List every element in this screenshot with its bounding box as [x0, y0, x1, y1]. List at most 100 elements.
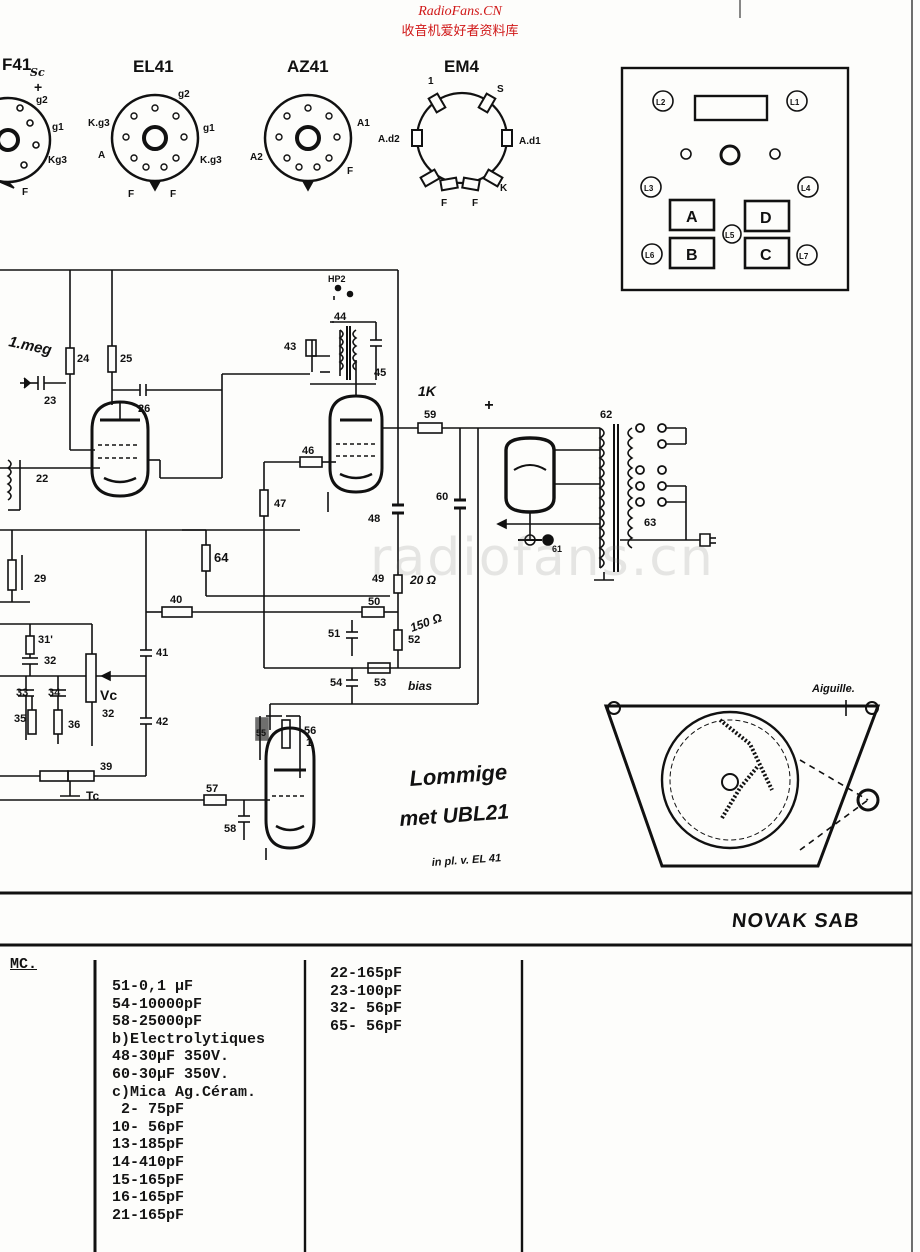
panel-label: L7 [799, 252, 809, 261]
parts-list-item: 2- 75pF [112, 1101, 185, 1119]
label-hp2: HP2 [328, 274, 346, 284]
tube-name-em4: EM4 [444, 57, 480, 76]
panel-label: L2 [656, 98, 666, 107]
panel-label: L3 [644, 184, 654, 193]
plus-note: + [34, 79, 42, 95]
parts-list-item: 60-30μF 350V. [112, 1065, 230, 1083]
label-c60: 60 [436, 491, 448, 503]
panel-label: L6 [645, 251, 655, 260]
label-c33: 33 [16, 687, 28, 699]
scale-note: Sc [30, 66, 45, 79]
panel-button-d: D [760, 210, 772, 227]
label-c43: 43 [284, 341, 296, 353]
parts-list-item: 16-165pF [112, 1189, 185, 1207]
tube-socket-el41: EL41 g2 K.g3 g1 A K.g3 F F [88, 57, 222, 200]
tube-socket-f41: F41 g2 g1 Kg3 F Sc + [0, 55, 67, 198]
note-bias: bias [408, 679, 432, 693]
tube-name-az41: AZ41 [287, 57, 329, 76]
note-meg: 1.meg [7, 333, 53, 359]
parts-list-item: 13-185pF [112, 1136, 185, 1154]
label-r24: 24 [77, 353, 90, 365]
note-20: 20 Ω [409, 573, 437, 587]
panel-button-c: C [760, 247, 772, 264]
label-r36: 36 [68, 719, 80, 731]
label-r56: 56 [304, 725, 316, 737]
label-r59: 59 [424, 409, 436, 421]
note-150: 150 Ω [408, 610, 444, 635]
panel-button-b: B [686, 247, 698, 264]
watermark-site: RadioFans.CN [418, 4, 502, 19]
label-c48: 48 [368, 513, 380, 525]
pin-label: A.d1 [519, 136, 541, 147]
parts-list-item: 22-165pF [330, 965, 403, 982]
label-r40: 40 [170, 594, 182, 606]
tube-socket-az41: AZ41 A1 A2 F [250, 57, 370, 192]
label-r31: 31' [38, 634, 53, 646]
label-c45: 45 [374, 367, 386, 379]
label-r57: 57 [206, 783, 218, 795]
pin-label: g1 [52, 122, 64, 133]
tube-socket-em4: EM4 1 S A.d2 A.d1 F F K [378, 57, 541, 209]
label-t44: 44 [334, 311, 347, 323]
label-c58: 58 [224, 823, 236, 835]
pin-label: A.d2 [378, 134, 400, 145]
label-r22: 22 [36, 473, 48, 485]
label-tc: Tc [86, 789, 99, 803]
pin-label: g2 [36, 95, 48, 106]
pin-label: F [347, 166, 353, 177]
label-t62: 62 [600, 409, 612, 421]
parts-heading: MC. [10, 956, 38, 973]
parts-list-item: 23-100pF [330, 982, 403, 1000]
note-1k: 1K [418, 383, 437, 399]
component-labels: 24 25 23 26 22 29 31' 32 33 34 35 36 Vc … [14, 274, 656, 835]
label-r52: 52 [408, 634, 420, 646]
pin-label: A [98, 150, 105, 161]
parts-list-item: 54-10000pF [112, 995, 203, 1013]
label-r35: 35 [14, 713, 26, 725]
pin-label: S [497, 84, 504, 95]
pin-label: K.g3 [88, 118, 110, 129]
parts-list-item: 10- 56pF [112, 1118, 185, 1136]
parts-list-item: 51-0,1 μF [112, 978, 194, 995]
pin-label: F [22, 187, 28, 198]
label-c26: 26 [138, 403, 150, 415]
circuit-wiring [0, 269, 881, 868]
pin-label: K [500, 183, 508, 194]
parts-list-item: c)Mica Ag.Céram. [112, 1083, 257, 1101]
label-vc: Vc [100, 687, 117, 703]
parts-list-item: 65- 56pF [330, 1017, 403, 1035]
pin-label: g2 [178, 89, 190, 100]
label-r29: 29 [34, 573, 46, 585]
label-c23: 23 [44, 395, 56, 407]
parts-list-item: 32- 56pF [330, 1000, 403, 1018]
label-r50: 50 [368, 596, 380, 608]
label-r64: 64 [214, 550, 229, 565]
panel-button-a: A [686, 209, 698, 226]
parts-list-item: 48-30μF 350V. [112, 1048, 230, 1066]
note-inplaats: in pl. v. EL 41 [431, 852, 501, 869]
pin-label: F [441, 198, 447, 209]
brand-title: NOVAK SAB [731, 910, 862, 932]
pin-label: F [472, 198, 478, 209]
watermark-subtitle: 收音机爱好者资料库 [401, 23, 519, 38]
label-c63: 63 [644, 517, 656, 529]
label-n1: 1 [306, 737, 312, 749]
pin-label: 1 [428, 76, 434, 87]
watermark: RadioFans.CN 收音机爱好者资料库 [0, 4, 920, 39]
label-l61: 61 [552, 544, 562, 554]
label-c54: 54 [330, 677, 343, 689]
tube-name-el41: EL41 [133, 57, 174, 76]
note-lommige: Lommige [409, 759, 508, 791]
label-r39: 39 [100, 761, 112, 773]
panel-label: L5 [725, 231, 735, 240]
panel-label: L4 [801, 184, 811, 193]
parts-list-item: 15-165pF [112, 1171, 185, 1189]
label-r25: 25 [120, 353, 132, 365]
label-r49: 49 [372, 573, 384, 585]
label-v32: 32 [102, 708, 114, 720]
parts-list-item: b)Electrolytiques [112, 1030, 266, 1048]
note-met-ubl21: met UBL21 [399, 800, 510, 831]
parts-list-item: 14-410pF [112, 1153, 185, 1171]
